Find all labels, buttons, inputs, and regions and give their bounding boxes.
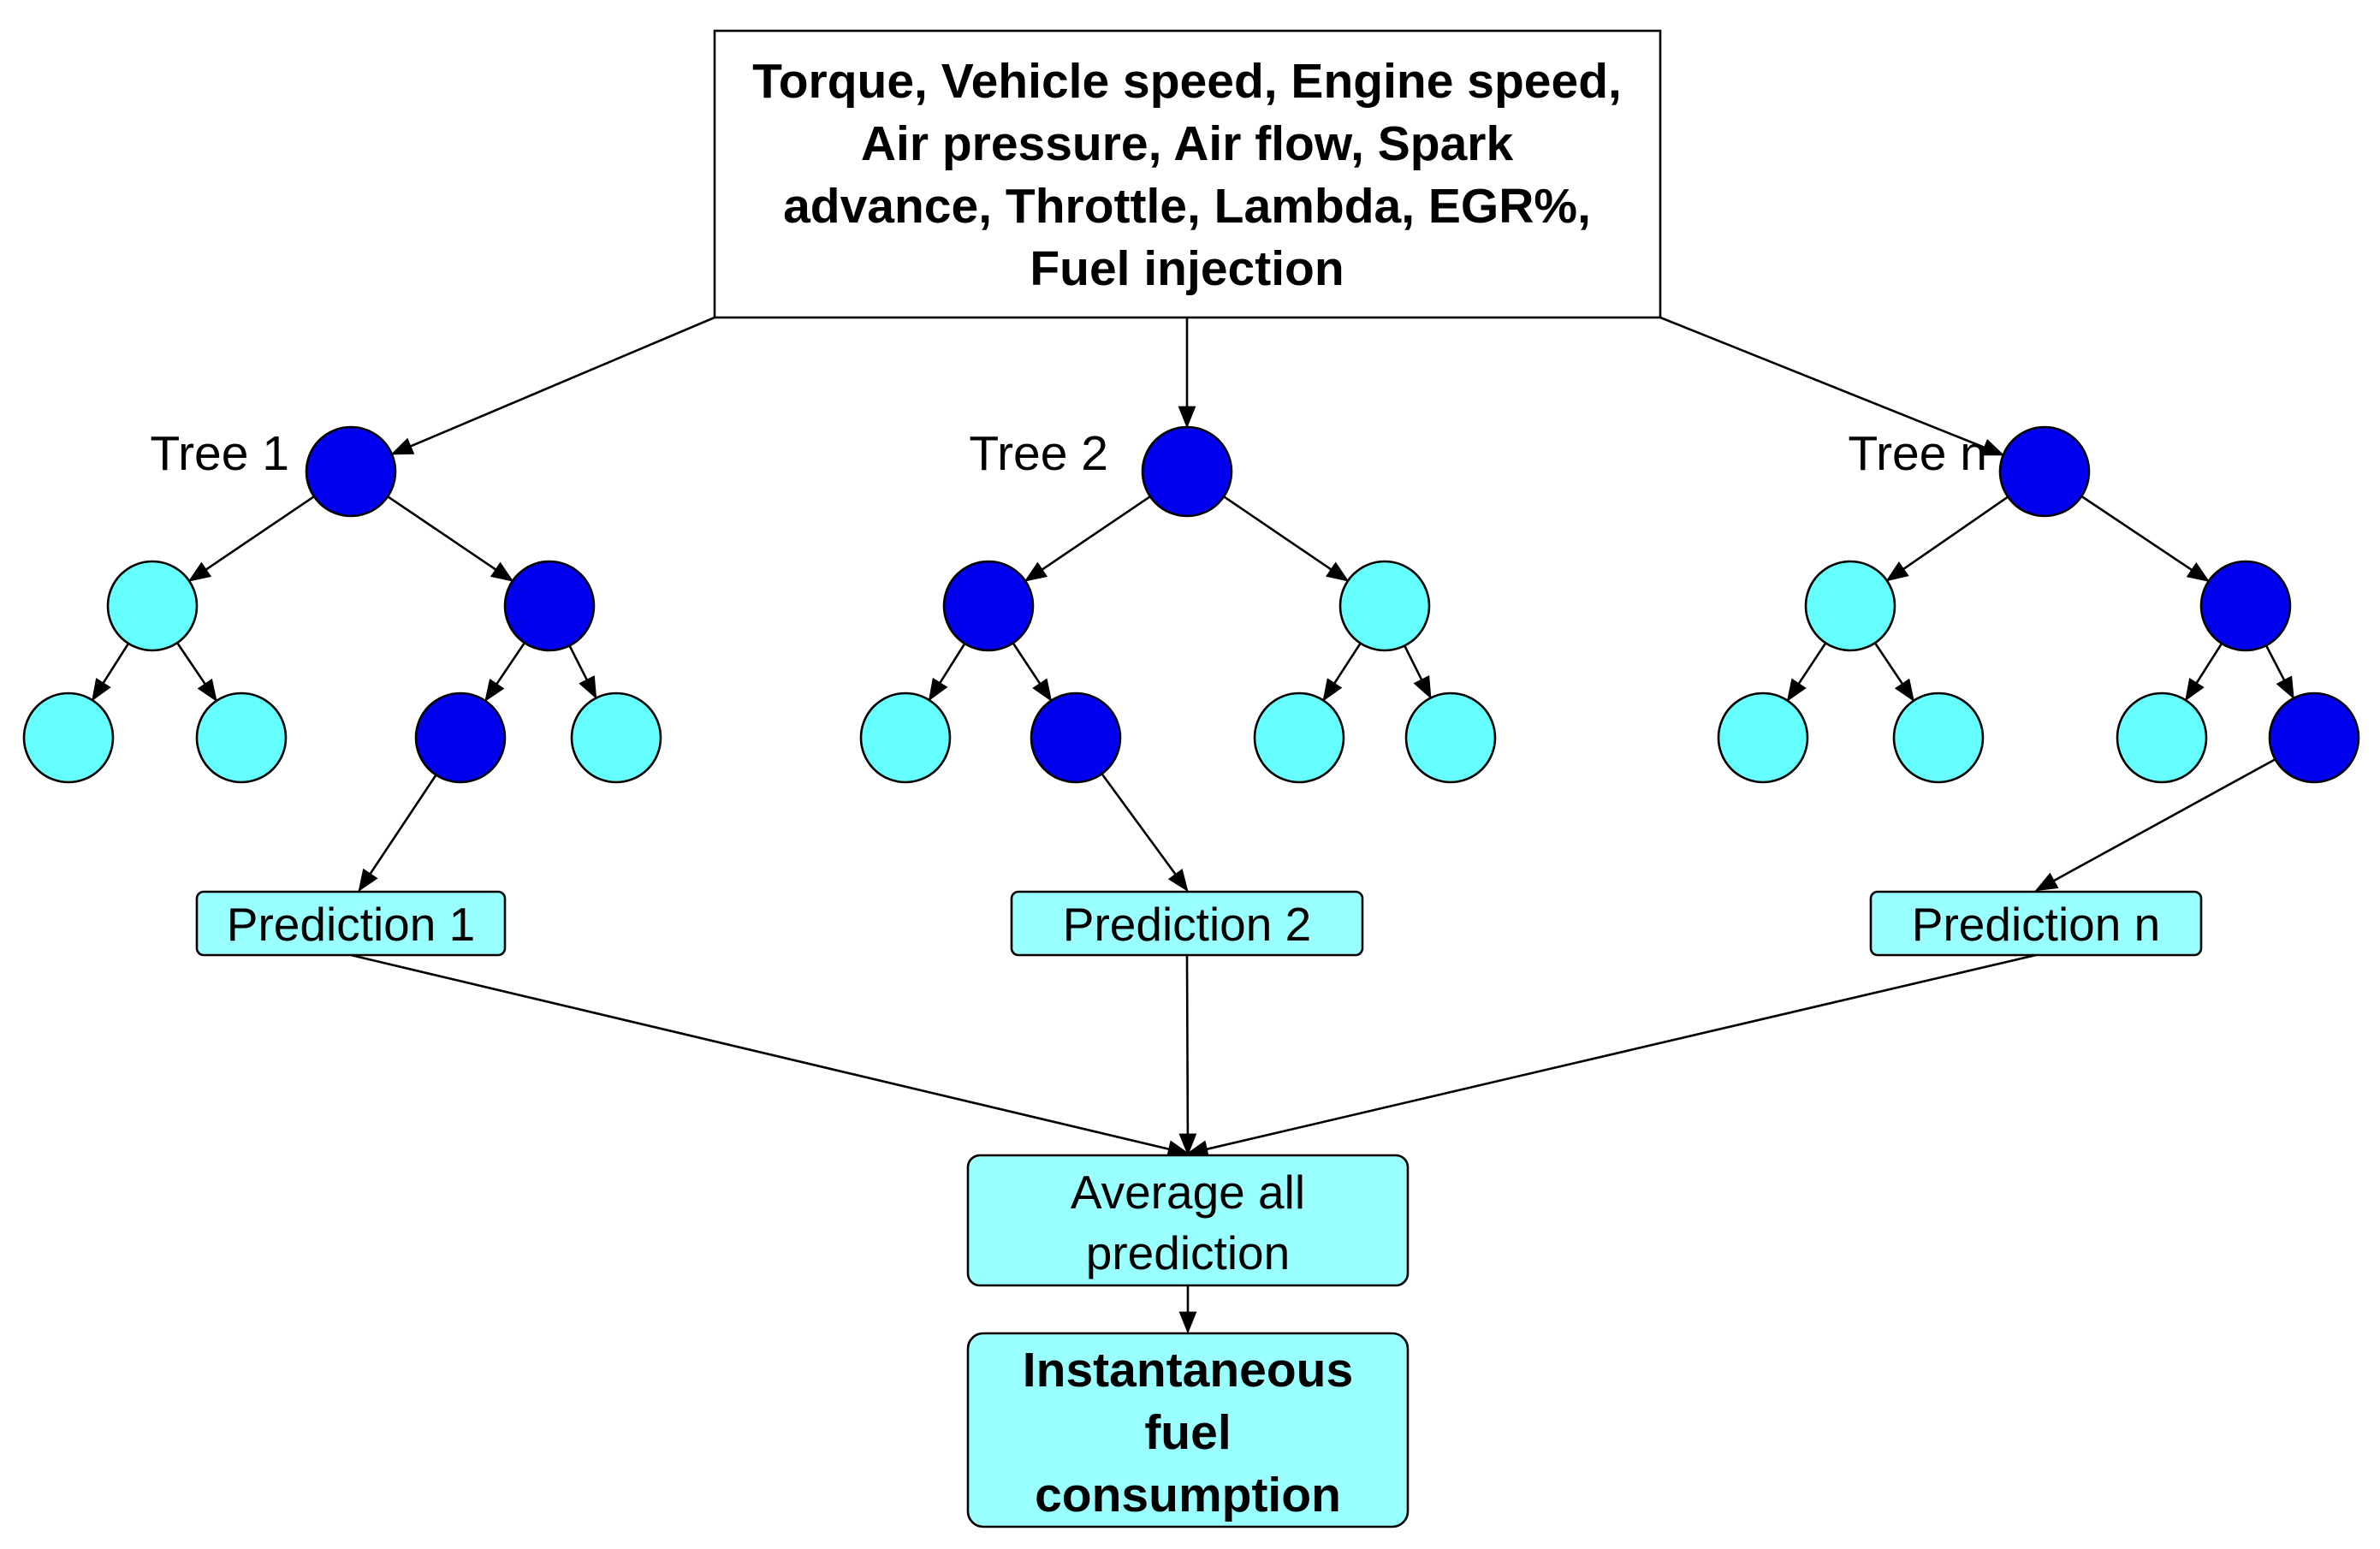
tree-2-edge-2-5 [1322,642,1362,702]
tree-n-node-3 [1717,691,1809,784]
prediction-1-rect [195,890,507,957]
tree-n-edge-0-2 [2080,495,2211,583]
tree-n-node-5 [2116,691,2208,784]
prediction-n-rect [1869,890,2203,957]
tree-2-edge-0-1 [1024,496,1151,582]
tree-2-node-2 [1338,560,1431,652]
input-to-tree-n-arrow [1659,316,2005,456]
prediction-n-label: Prediction n [1912,898,2160,951]
tree-1-node-3 [22,691,115,784]
output-rect [966,1332,1410,1528]
tree-n-label: Tree n [1848,426,1987,481]
tree-2-edge-2-6 [1404,644,1432,699]
prediction-n-to-average-arrow [1185,953,2037,1158]
output-line-3: consumption [1035,1468,1341,1522]
tree-n-node-6-decision-path [2268,691,2360,784]
output-line-2: fuel [1144,1405,1231,1460]
tree-2-to-prediction-arrow [1101,773,1189,893]
tree-1-edge-1-4 [176,642,217,703]
tree-1-to-prediction-arrow [358,774,437,893]
tree-1-node-2-decision-path [503,560,596,652]
tree-1-node-1 [106,560,199,652]
input-features-rect [713,29,1662,319]
tree-1-node-0-decision-path [305,425,397,518]
output-box: Instantaneous fuel consumption [966,1332,1410,1528]
tree-1-edge-2-5 [484,642,525,703]
tree-nodes [22,425,2360,784]
average-rect [966,1154,1410,1287]
tree-1-node-5-decision-path [414,691,507,784]
prediction-1-to-average-arrow [350,953,1190,1158]
tree-2-node-5 [1253,691,1345,784]
tree-2-label: Tree 2 [969,426,1108,481]
tree-1-edge-0-2 [387,496,514,582]
output-line-1: Instantaneous [1023,1343,1353,1398]
input-features-line-2: Air pressure, Air flow, Spark [861,116,1514,171]
tree-2-edge-0-2 [1223,496,1350,582]
prediction-n-box: Prediction n [1869,890,2203,957]
input-features-box: Torque, Vehicle speed, Engine speed, Air… [713,29,1662,319]
tree-1-edge-1-3 [92,643,130,702]
tree-2-edge-1-3 [928,643,966,702]
prediction-2-label: Prediction 2 [1063,898,1311,951]
tree-2-node-1-decision-path [942,560,1035,652]
input-to-tree-1-arrow [390,316,715,455]
tree-1-node-4 [195,691,288,784]
tree-n-node-0-decision-path [1998,425,2091,518]
tree-n-edge-1-4 [1873,642,1914,703]
tree-n-to-prediction-arrow [2034,758,2276,892]
prediction-1-label: Prediction 1 [227,898,475,951]
tree-2-node-0-decision-path [1141,425,1233,518]
tree-n-node-1 [1804,560,1896,652]
average-line-1: Average all [1071,1166,1305,1219]
prediction-2-rect [1010,890,1364,957]
connector-arrows [92,316,2294,1334]
tree-n-edge-2-5 [2185,643,2223,702]
tree-n-edge-0-1 [1885,496,2009,582]
tree-1-label: Tree 1 [150,426,289,481]
tree-2-node-3 [859,691,952,784]
tree-1-edge-0-1 [187,496,315,582]
tree-n-node-4 [1892,691,1985,784]
tree-n-edge-2-6 [2264,644,2294,700]
prediction-2-box: Prediction 2 [1010,890,1364,957]
tree-1-node-6 [570,691,662,784]
average-box: Average all prediction [966,1154,1410,1287]
tree-1-edge-2-6 [568,644,597,700]
tree-2-node-4-decision-path [1030,691,1122,784]
average-line-2: prediction [1086,1226,1290,1279]
input-features-line-1: Torque, Vehicle speed, Engine speed, [752,54,1622,109]
tree-n-edge-1-3 [1786,642,1827,702]
input-features-line-3: advance, Throttle, Lambda, EGR%, [783,179,1591,234]
input-features-line-4: Fuel injection [1030,241,1344,296]
tree-2-edge-1-4 [1012,642,1053,702]
tree-2-node-6 [1404,691,1497,784]
prediction-2-to-average-arrow [1178,954,1197,1156]
tree-n-node-2-decision-path [2199,560,2292,652]
prediction-1-box: Prediction 1 [195,890,507,957]
